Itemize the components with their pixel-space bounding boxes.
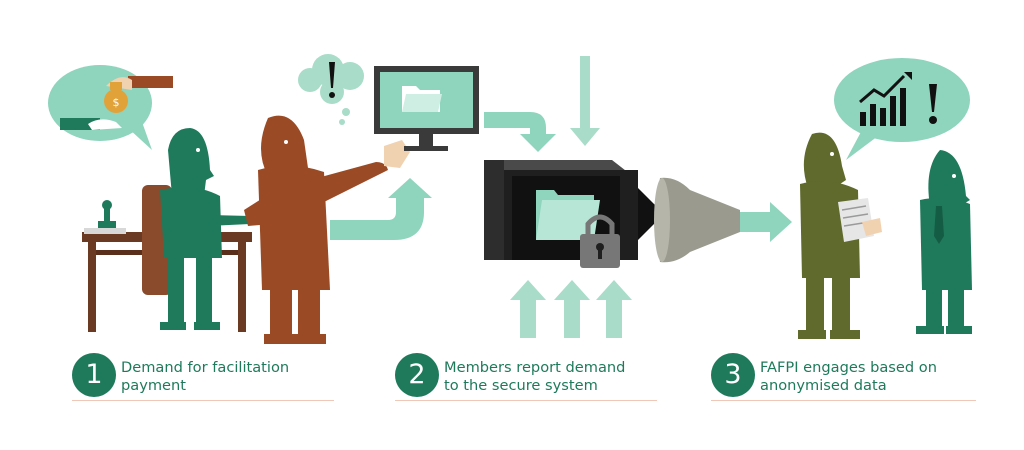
step-1: 1 Demand for facilitation payment [72, 350, 334, 401]
folder-icon [536, 190, 600, 240]
fafpi-figure [798, 132, 860, 339]
official-figure [160, 128, 254, 330]
stamp-icon [98, 200, 116, 228]
step-3: 3 FAFPI engages based on anonymised data [711, 350, 976, 401]
arrow-icon [330, 56, 600, 240]
exclamation-icon [329, 62, 335, 98]
svg-text:$: $ [113, 96, 120, 109]
computer-monitor [374, 66, 479, 151]
step-1-text: Demand for facilitation payment [121, 359, 290, 394]
reporting-member-figure [244, 115, 410, 344]
step-1-number: 1 [72, 353, 116, 397]
step-3-text: FAFPI engages based on anonymised data [760, 359, 937, 394]
arrow-icon [740, 202, 792, 242]
document-icon [838, 198, 882, 242]
exclamation-icon [929, 84, 937, 124]
growth-chart-icon [859, 72, 912, 126]
official-figure-2 [916, 150, 972, 334]
anonymising-funnel [654, 177, 740, 263]
thought-bubble [298, 54, 364, 125]
money-bag-icon: $ [60, 76, 173, 130]
step-2-number: 2 [395, 353, 439, 397]
step-2: 2 Members report demand to the secure sy… [395, 350, 657, 401]
step-3-number: 3 [711, 353, 755, 397]
arrow-icon [510, 280, 632, 338]
folder-icon [402, 86, 442, 112]
padlock-icon [580, 214, 620, 268]
step-2-text: Members report demand to the secure syst… [444, 359, 626, 394]
